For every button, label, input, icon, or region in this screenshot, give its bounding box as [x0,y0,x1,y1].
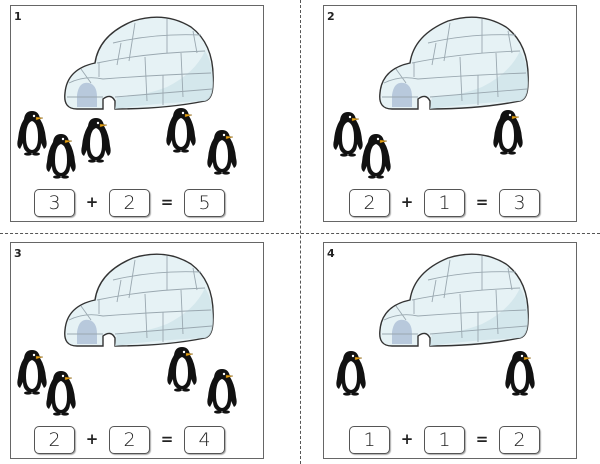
plus-sign: + [85,193,99,211]
card-number: 4 [327,247,335,260]
addend1-box[interactable]: 2 [349,189,390,217]
addend1-box[interactable]: 3 [34,189,75,217]
task-card-4: 4 1 + 1 = 2 [323,242,577,459]
penguin-icon [491,108,525,156]
card-number: 2 [327,10,335,23]
equals-sign: = [160,193,174,211]
plus-sign: + [400,193,414,211]
penguin-icon [165,345,199,393]
igloo-icon [55,250,215,348]
igloo-icon [370,250,530,348]
sum-box[interactable]: 3 [499,189,540,217]
penguin-icon [503,349,537,397]
addend2-box[interactable]: 2 [109,426,150,454]
penguin-icon [205,128,239,176]
plus-sign: + [400,430,414,448]
equals-sign: = [475,193,489,211]
penguin-icon [334,349,368,397]
igloo-icon [55,13,215,111]
penguin-icon [359,132,393,180]
addend2-box[interactable]: 1 [424,189,465,217]
igloo-icon [370,13,530,111]
plus-sign: + [85,430,99,448]
vertical-cut-line [300,0,301,464]
addend2-box[interactable]: 2 [109,189,150,217]
penguin-icon [79,116,113,164]
card-number: 1 [14,10,22,23]
addend1-box[interactable]: 2 [34,426,75,454]
task-card-1: 1 3 + 2 = 5 [10,5,264,222]
equals-sign: = [160,430,174,448]
penguin-icon [44,132,78,180]
addend1-box[interactable]: 1 [349,426,390,454]
equation-row: 2 + 1 = 3 [324,189,576,217]
horizontal-cut-line [0,233,600,234]
equation-row: 1 + 1 = 2 [324,426,576,454]
sum-box[interactable]: 4 [184,426,225,454]
penguin-icon [164,106,198,154]
addend2-box[interactable]: 1 [424,426,465,454]
task-card-2: 2 2 + 1 = 3 [323,5,577,222]
sum-box[interactable]: 5 [184,189,225,217]
sum-box[interactable]: 2 [499,426,540,454]
equation-row: 2 + 2 = 4 [11,426,263,454]
equation-row: 3 + 2 = 5 [11,189,263,217]
penguin-icon [205,367,239,415]
task-card-3: 3 2 + 2 = 4 [10,242,264,459]
equals-sign: = [475,430,489,448]
penguin-icon [44,369,78,417]
card-number: 3 [14,247,22,260]
